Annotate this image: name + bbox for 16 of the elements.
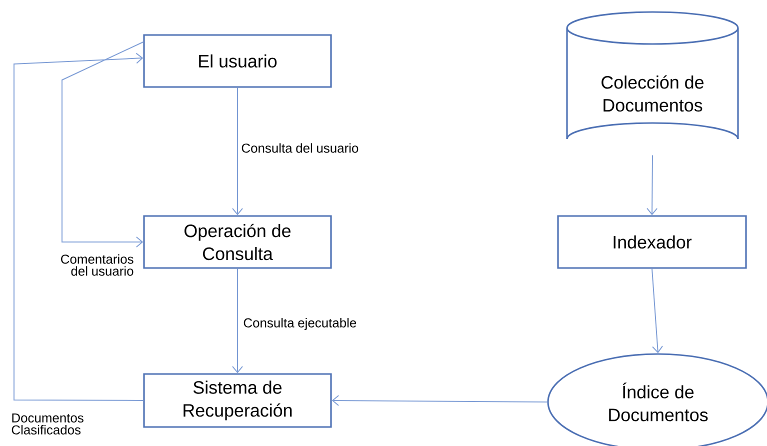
process-box: El usuario bbox=[143, 34, 332, 88]
process-box: Indexador bbox=[557, 215, 747, 269]
database-cylinder: Colección de Documentos bbox=[566, 11, 739, 140]
edge-label: Consulta del usuario bbox=[242, 143, 358, 153]
process-box: Sistema de Recuperación bbox=[143, 373, 332, 428]
process-box: Operación de Consulta bbox=[143, 215, 332, 269]
arrow bbox=[232, 268, 243, 374]
edge-label: Comentarios del usuario bbox=[61, 254, 134, 276]
arrow bbox=[62, 42, 144, 248]
arrow bbox=[232, 87, 243, 216]
arrow bbox=[332, 395, 548, 406]
edge-label: Consulta ejecutable bbox=[244, 318, 356, 330]
arrow bbox=[14, 52, 144, 401]
edge-label: Documentos Clasificados bbox=[12, 414, 84, 434]
arrow bbox=[646, 154, 658, 216]
arrow bbox=[652, 268, 663, 354]
